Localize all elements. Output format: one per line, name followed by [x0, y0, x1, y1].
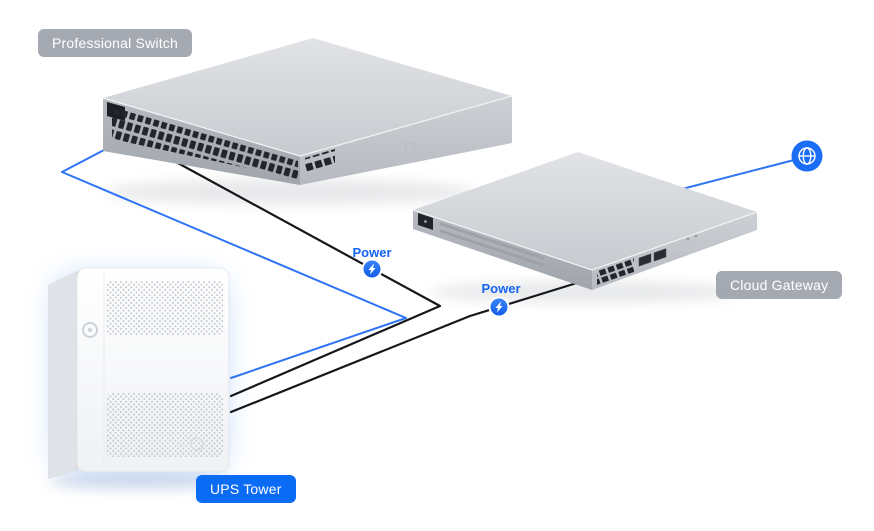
network-line-switch-ups — [61, 149, 407, 379]
vent-grid-bottom — [106, 393, 223, 457]
sfp-port — [638, 253, 652, 267]
professional-switch-device — [102, 38, 513, 185]
power-bolt-icon — [488, 296, 510, 318]
power-bolt-icon — [361, 258, 383, 280]
switch-right-face — [300, 96, 512, 185]
drive-bay-slot — [439, 229, 545, 267]
switch-shadow — [105, 179, 475, 205]
ups-logo-mark — [190, 437, 204, 451]
gateway-shadow — [430, 281, 740, 303]
ups-tower-label: UPS Tower — [196, 475, 296, 503]
port-grid — [112, 107, 298, 179]
professional-switch-label: Professional Switch — [38, 29, 192, 57]
power-label: Power — [352, 245, 392, 260]
cloud-gateway-device — [412, 152, 758, 290]
drive-bay-slot — [439, 222, 545, 260]
sfp-port — [653, 248, 667, 262]
vent-grid-top — [106, 281, 223, 335]
power-line-gateway — [229, 280, 582, 414]
gateway-port-grid — [597, 258, 634, 285]
globe-icon — [791, 140, 823, 172]
switch-top-face — [103, 38, 512, 156]
gateway-top-face — [413, 152, 757, 270]
ups-tower-device — [48, 267, 230, 479]
device-shadows — [48, 179, 740, 489]
switch-logo-mark — [404, 142, 416, 154]
power-line-switch — [174, 160, 442, 398]
ups-side-face — [48, 271, 77, 479]
sfp-port-grid — [305, 149, 335, 172]
power-label: Power — [481, 281, 521, 296]
ups-shadow — [48, 473, 232, 489]
cloud-gateway-label: Cloud Gateway — [716, 271, 843, 299]
